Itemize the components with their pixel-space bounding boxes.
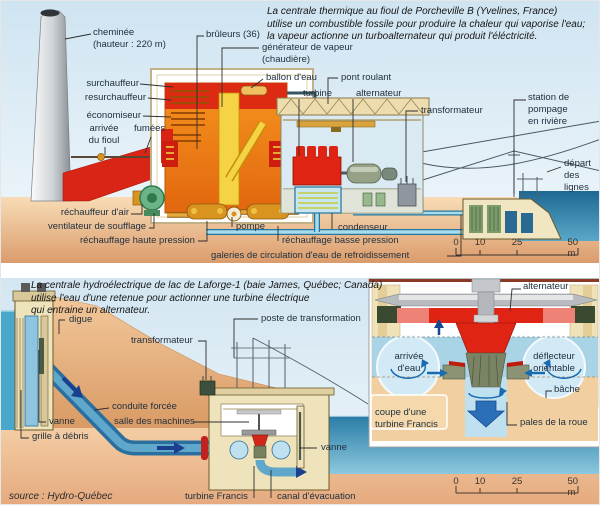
generator [346, 163, 382, 184]
label-connector-lines [64, 33, 562, 257]
scale-bar-thermal [455, 248, 579, 256]
label-dam: digue [69, 314, 93, 325]
thermal-plant-diagram [1, 1, 599, 271]
trash-rack [16, 318, 24, 428]
transmission-line [252, 337, 369, 405]
flow-arrows [390, 319, 582, 428]
hydro-scale-tick-0: 0 [453, 476, 459, 487]
label-water-inlet: arrivée d'eau [394, 351, 424, 374]
scale-tick-10: 10 [474, 237, 486, 248]
inset-caption: coupe d'une turbine Francis [375, 407, 438, 430]
label-alternator: alternateur [356, 88, 402, 99]
inner-duct [218, 92, 240, 206]
downflow-arrow [466, 400, 506, 428]
gate-deck [12, 290, 56, 302]
hydro-scale-tick-10: 10 [474, 476, 486, 487]
label-turbine: turbine [303, 88, 333, 99]
label-flue-gas: fumées [134, 123, 166, 134]
label-substation: poste de transformation [261, 313, 361, 324]
label-water-drum: ballon d'eau [266, 72, 317, 83]
intake-gate [39, 338, 44, 374]
label-hp-heating: réchauffage haute pression [80, 235, 195, 246]
hydro-scale-tick-50: 50 m [567, 476, 579, 498]
caption-box [370, 394, 448, 430]
francis-turbine-inset [368, 278, 599, 448]
label-fuel-inlet: arrivée du fioul [88, 123, 120, 146]
scale-tick-25: 25 [511, 237, 523, 248]
generator-rotor [241, 429, 277, 436]
overhead-crane [296, 120, 376, 128]
label-crane: pont roulant [341, 72, 392, 83]
wicket-gate-left [442, 364, 466, 380]
label-pumping-station: station de pompage en rivière [528, 92, 570, 127]
label-reheater: resurchauffeur [84, 92, 146, 103]
hydro-plant-diagram [1, 278, 599, 504]
label-economizer: économiseur [86, 110, 141, 121]
spiral-case-right [271, 440, 291, 460]
label-burners: brûleurs (36) [206, 29, 260, 40]
label-machine-hall: salle des machines [114, 416, 195, 427]
francis-runner [253, 445, 267, 459]
label-air-heater: réchauffeur d'air [60, 207, 129, 218]
flame-duct [226, 121, 266, 181]
label-lp-heating: réchauffage basse pression [282, 235, 399, 246]
scale-bar-hydro [455, 486, 579, 494]
condenser [294, 186, 342, 214]
label-blower-fan: ventilateur de soufflage [48, 221, 147, 232]
exciter [381, 167, 398, 181]
powerhouse [199, 337, 369, 491]
label-transformer: transformateur [421, 105, 483, 116]
label-steam-generator: générateur de vapeur (chaudière) [262, 42, 353, 65]
transformer [199, 380, 216, 396]
label-inset-alternator: alternateur [523, 281, 569, 292]
hydro-intro-text: La centrale hydroélectrique de lac de La… [31, 280, 383, 317]
label-deflector: déflecteur orientable [533, 351, 575, 374]
scale-tick-0: 0 [453, 237, 459, 248]
label-downstream-gate: vanne [321, 442, 347, 453]
label-cooling-galleries: galeries de circulation d'eau de refroid… [211, 250, 410, 261]
label-francis-turbine: turbine Francis [185, 491, 248, 502]
switchyard-masts [231, 337, 369, 405]
scale-tick-50: 50 m [567, 237, 579, 259]
thermal-intro-text: La centrale thermique au fioul de Porche… [267, 6, 586, 43]
label-upstream-gate: vanne [49, 416, 75, 427]
hall-crane [236, 409, 282, 415]
penstock [21, 342, 241, 460]
label-outgoing-lines: départ des lignes [564, 158, 591, 193]
label-runner-blades: pales de la roue [520, 417, 588, 428]
label-volute: bâche [554, 384, 580, 395]
label-penstock: conduite forcée [112, 401, 177, 412]
label-superheater: surchauffeur [86, 78, 139, 89]
label-trash-rack: grille à débris [32, 431, 89, 442]
label-connector-lines-hydro [20, 288, 552, 498]
label-pump: pompe [236, 221, 266, 232]
label-chimney: cheminée (hauteur : 220 m) [93, 27, 166, 50]
draft-tube [255, 459, 299, 477]
label-condenser: condenseur [338, 222, 388, 233]
source-credit: source : Hydro-Québec [9, 491, 113, 502]
water-drum [240, 85, 268, 96]
air-heater-and-fan [132, 185, 165, 216]
pipe-flange [201, 436, 208, 460]
spiral-case-left [229, 440, 249, 460]
steam-generator-boiler [161, 82, 288, 214]
label-tailrace-canal: canal d'évacuation [277, 491, 356, 502]
fuel-line [71, 153, 165, 161]
steam-turbine [292, 156, 342, 186]
river-pumping-station [462, 173, 562, 240]
label-hydro-transformer: transformateur [131, 335, 193, 346]
turbo-generator [292, 146, 398, 186]
hydro-scale-tick-25: 25 [511, 476, 523, 487]
main-transformer [362, 176, 417, 207]
